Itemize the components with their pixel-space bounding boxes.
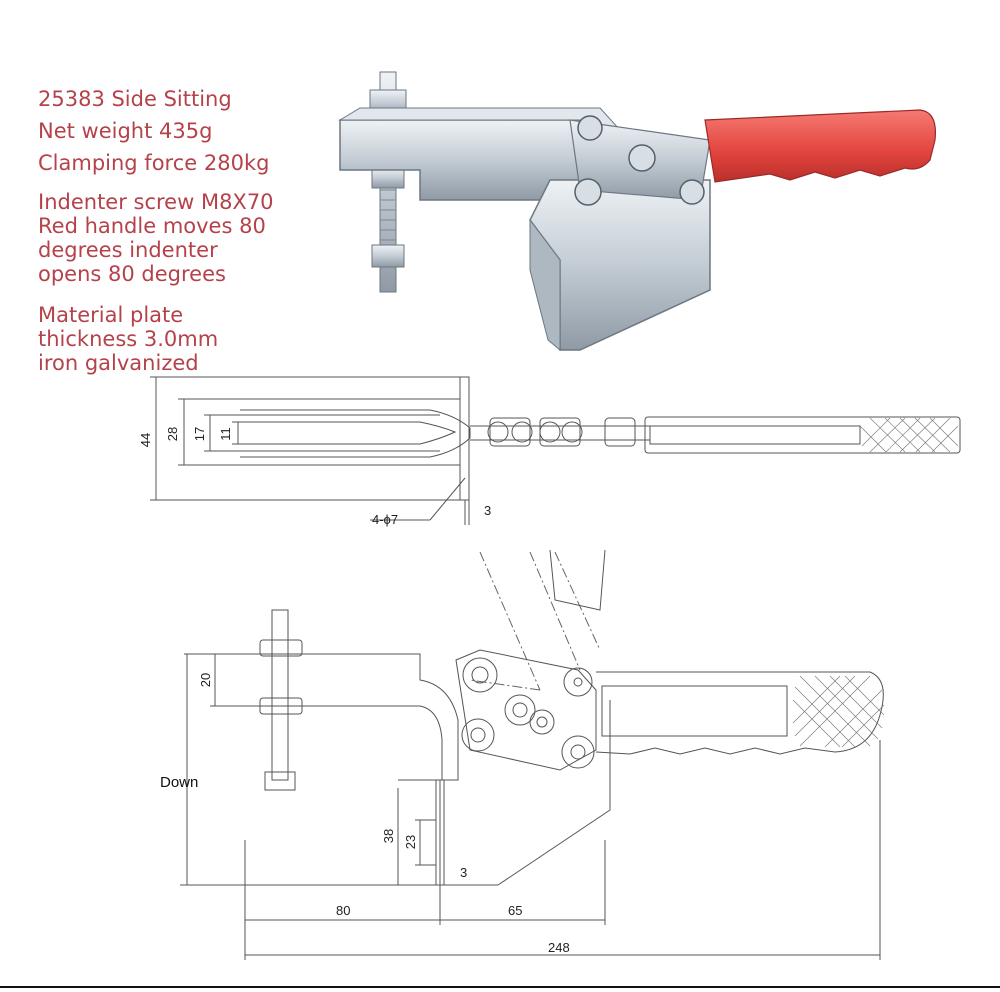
dim-28: 28 xyxy=(165,427,180,441)
spec-handle-2: degrees indenter xyxy=(38,238,218,262)
top-view-drawing: 44 28 17 11 4-ϕ7 3 xyxy=(138,376,961,527)
spec-handle-1: Red handle moves 80 xyxy=(38,214,266,238)
spec-force: Clamping force 280kg xyxy=(38,151,270,175)
dim-11: 11 xyxy=(218,427,233,441)
dim-holes: 4-ϕ7 xyxy=(372,512,398,527)
down-label: Down xyxy=(160,774,198,791)
spec-material-2: thickness 3.0mm xyxy=(38,327,219,351)
spec-screw: Indenter screw M8X70 xyxy=(38,190,274,214)
dim-20: 20 xyxy=(198,673,213,687)
bottom-divider xyxy=(0,986,1000,988)
dim-3-side: 3 xyxy=(460,865,467,880)
dim-17: 17 xyxy=(192,427,207,441)
dim-23: 23 xyxy=(403,835,418,849)
spec-weight: Net weight 435g xyxy=(38,119,213,143)
spec-material-3: iron galvanized xyxy=(38,351,199,375)
dim-plate-thickness: 3 xyxy=(484,503,491,518)
side-view-drawing: 20 38 23 3 80 65 248 Down xyxy=(160,549,885,960)
dim-65: 65 xyxy=(508,903,522,918)
product-photo xyxy=(338,71,937,352)
dim-38: 38 xyxy=(381,829,396,843)
dim-248: 248 xyxy=(548,940,570,955)
dim-44: 44 xyxy=(138,433,153,447)
dim-80: 80 xyxy=(336,903,350,918)
spec-material-1: Material plate xyxy=(38,303,184,327)
spec-model: 25383 Side Sitting xyxy=(38,87,232,111)
spec-handle-3: opens 80 degrees xyxy=(38,262,226,286)
